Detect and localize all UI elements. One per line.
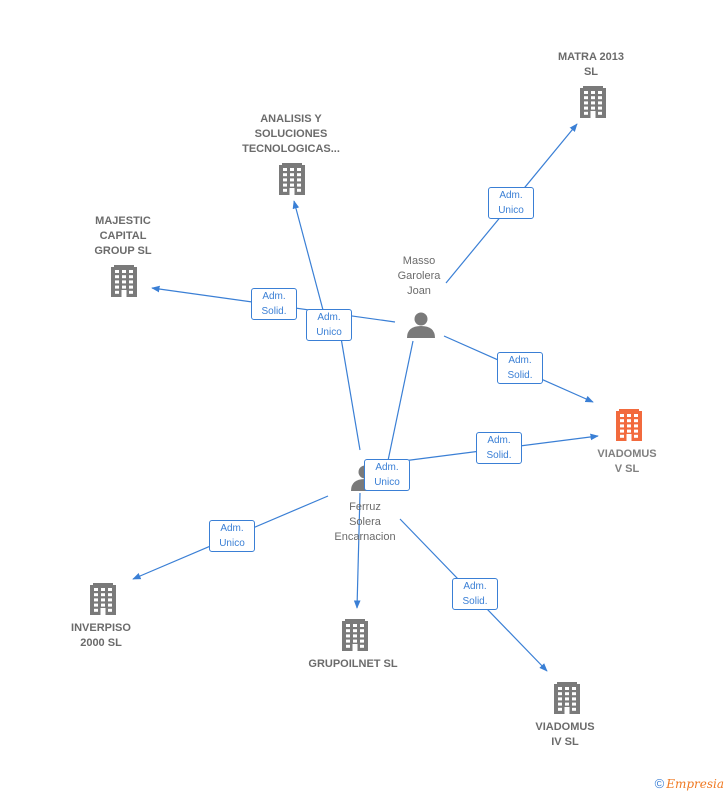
footer-credit: ©Empresia <box>655 776 724 791</box>
role-badge[interactable]: Adm. Solid. <box>452 578 498 610</box>
role-badge-text: Solid. <box>462 596 488 607</box>
person-label-line: Solera <box>349 516 381 528</box>
person-label-line: Joan <box>407 285 431 297</box>
building-icon[interactable] <box>90 583 116 615</box>
role-badge-text: Unico <box>374 477 400 488</box>
role-badge-text: Solid. <box>486 450 512 461</box>
brand-logo[interactable]: Empresia <box>666 777 724 791</box>
company-label[interactable]: VIADOMUS V SL <box>597 447 656 477</box>
company-label-line: SL <box>583 66 599 78</box>
role-badge[interactable]: Adm. Unico <box>209 520 255 552</box>
person-label-line: Encarnacion <box>334 531 396 543</box>
role-badge[interactable]: Adm. Solid. <box>476 432 522 464</box>
role-badge[interactable]: Adm. Unico <box>488 187 534 219</box>
company-label-line: VIADOMUS <box>597 448 657 460</box>
person-label-line: Masso <box>402 255 436 267</box>
role-badge-text: Solid. <box>507 370 533 381</box>
role-badge[interactable]: Adm. Solid. <box>497 352 543 384</box>
role-badge-text: Unico <box>498 205 524 216</box>
person-label-line: Garolera <box>397 270 441 282</box>
relation-edge <box>292 200 324 311</box>
company-label-line: SOLUCIONES <box>254 128 328 140</box>
company-label-line: CAPITAL <box>99 230 147 242</box>
role-badge-text: Adm. <box>375 462 399 473</box>
company-label-line: V SL <box>614 463 640 475</box>
company-label-line: GRUPOILNET SL <box>308 658 398 670</box>
role-badge-text: Adm. <box>487 435 511 446</box>
person-icon[interactable] <box>407 312 435 339</box>
role-badge-text: Adm. <box>262 291 286 302</box>
role-badge-text: Adm. <box>508 355 532 366</box>
company-label-line: INVERPISO <box>71 622 131 634</box>
company-label-line: MAJESTIC <box>95 215 151 227</box>
building-icon[interactable] <box>111 265 137 297</box>
company-label[interactable]: MAJESTIC CAPITAL GROUP SL <box>94 214 151 259</box>
copyright-icon: © <box>654 776 665 791</box>
company-label[interactable]: INVERPISO 2000 SL <box>71 621 131 651</box>
role-badge[interactable]: Adm. Unico <box>364 459 410 491</box>
role-badge-text: Solid. <box>261 306 287 317</box>
company-label-line: VIADOMUS <box>535 721 595 733</box>
role-badge[interactable]: Adm. Unico <box>306 309 352 341</box>
building-icon[interactable] <box>279 163 305 195</box>
building-icon[interactable] <box>616 409 642 441</box>
building-icon[interactable] <box>554 682 580 714</box>
role-badge-text: Adm. <box>317 312 341 323</box>
role-badge[interactable]: Adm. Solid. <box>251 288 297 320</box>
company-label[interactable]: VIADOMUS IV SL <box>535 720 594 750</box>
company-label-line: GROUP SL <box>94 245 152 257</box>
relation-edge <box>353 492 361 609</box>
company-label-line: MATRA 2013 <box>557 51 625 63</box>
role-badge-text: Adm. <box>499 190 523 201</box>
company-label[interactable]: ANALISIS Y SOLUCIONES TECNOLOGICAS... <box>242 112 340 157</box>
role-badge-text: Unico <box>219 538 245 549</box>
person-label-line: Ferruz <box>349 501 381 513</box>
building-icon[interactable] <box>342 619 368 651</box>
role-badge-text: Adm. <box>220 523 244 534</box>
role-badge-text: Unico <box>316 327 342 338</box>
company-label-line: IV SL <box>551 736 579 748</box>
company-label[interactable]: GRUPOILNET SL <box>308 657 397 672</box>
company-label-line: 2000 SL <box>80 637 122 649</box>
relation-edge <box>338 320 414 476</box>
role-badge-text: Adm. <box>463 581 487 592</box>
company-label-line: TECNOLOGICAS... <box>242 143 340 155</box>
building-icon[interactable] <box>580 86 606 118</box>
company-label-line: ANALISIS Y <box>260 113 322 125</box>
